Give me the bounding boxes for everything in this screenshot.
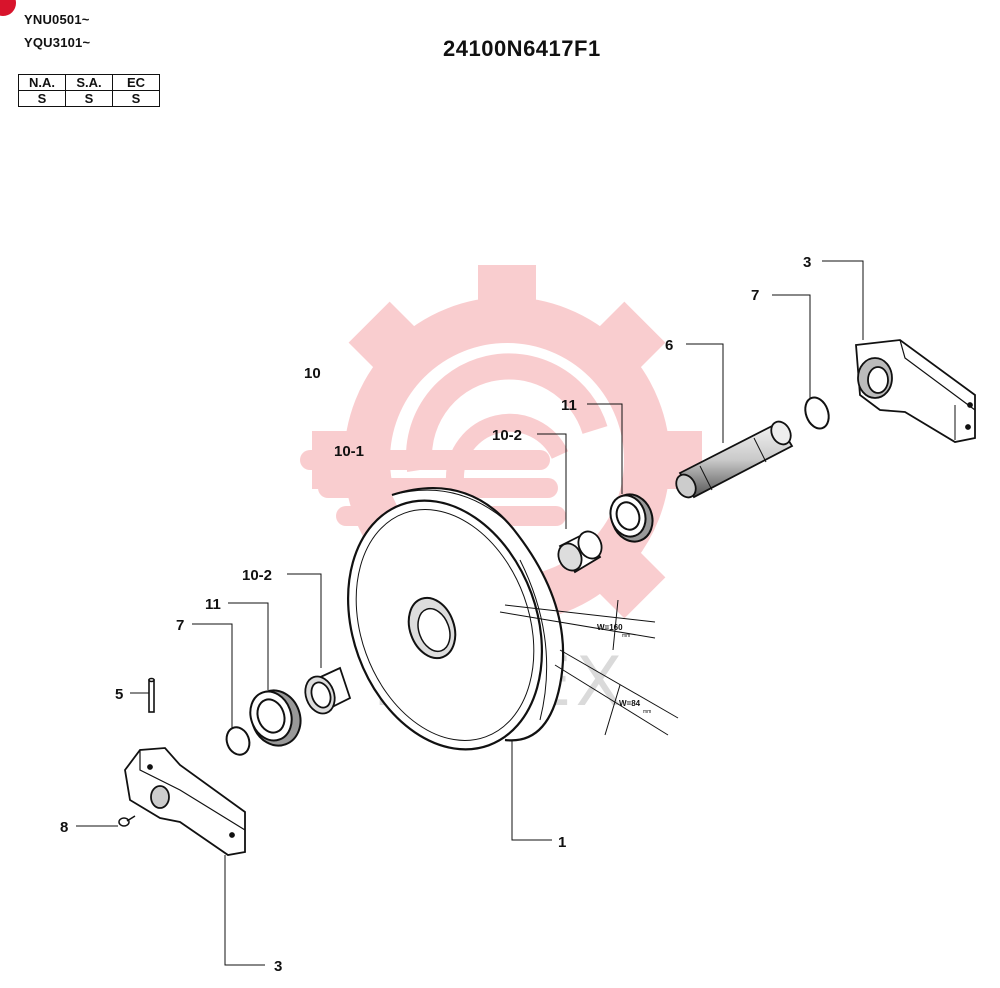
dim-w84-label: W=84 <box>619 699 641 708</box>
bolt-part <box>118 815 136 827</box>
wheel-tread-line <box>519 559 548 721</box>
shaft-part <box>675 420 794 499</box>
wheel-hub-bore <box>417 607 451 653</box>
leader-11-left <box>228 602 269 690</box>
wheel-flange-line <box>391 489 506 521</box>
leader-1 <box>511 740 552 841</box>
callout-8: 8 <box>60 819 68 836</box>
seal-top-part <box>609 493 654 543</box>
watermark-inner-arc-2 <box>445 413 569 481</box>
callout-10-1: 10-1 <box>334 443 364 460</box>
callout-10-2-top: 10-2 <box>492 427 522 444</box>
red-corner-marker <box>0 0 16 16</box>
region-header-na: N.A. <box>18 74 66 91</box>
callout-11-left: 11 <box>205 596 221 613</box>
leader-3-top <box>822 260 864 340</box>
leader-lines <box>76 260 864 966</box>
bushing-top-part <box>557 530 603 574</box>
region-value-sa: S <box>65 90 113 107</box>
leader-7-left <box>192 623 233 728</box>
callout-6: 6 <box>665 337 673 354</box>
o-ring-left-part <box>225 726 251 756</box>
region-value-ec: S <box>112 90 160 107</box>
callout-7-top: 7 <box>751 287 759 304</box>
dim-w160-unit: mm <box>622 633 630 639</box>
part-number-title: 24100N6417F1 <box>443 36 601 61</box>
callout-10-2-left: 10-2 <box>242 567 272 584</box>
callout-10: 10 <box>304 365 321 382</box>
dimension-w160 <box>499 599 656 651</box>
callout-7-left: 7 <box>176 617 184 634</box>
idler-wheel-part <box>346 487 565 751</box>
callout-3-top: 3 <box>803 254 811 271</box>
leader-7-top <box>772 294 811 398</box>
serial-range-1: YNU0501~ <box>24 12 90 27</box>
bracket-bottom-part <box>124 747 246 856</box>
callout-1: 1 <box>558 834 566 851</box>
leader-6 <box>686 343 724 443</box>
wheel-face-inner-rim <box>355 509 535 741</box>
region-value-row: S S S <box>18 90 160 107</box>
o-ring-top-part <box>804 396 830 430</box>
region-value-na: S <box>18 90 66 107</box>
dim-w160-label: W=160 <box>597 623 623 632</box>
pin-part <box>148 677 155 713</box>
region-applicability-table: N.A. S.A. EC S S S <box>18 74 160 107</box>
callout-3-bottom: 3 <box>274 958 282 975</box>
seal-left-part <box>249 689 302 747</box>
bracket-top-part <box>855 339 976 443</box>
watermark-inner-arc <box>405 353 608 472</box>
callout-5: 5 <box>115 686 123 703</box>
serial-range-2: YQU3101~ <box>24 35 91 50</box>
leader-10-2-top <box>537 433 567 529</box>
leader-3-bottom <box>224 855 265 966</box>
bushing-left-part <box>304 666 352 715</box>
callout-11-top: 11 <box>561 397 577 414</box>
leader-10-2-left <box>287 573 322 668</box>
dimension-w84 <box>554 649 679 736</box>
dim-w84-unit: mm <box>643 709 651 715</box>
leader-11-top <box>587 403 623 494</box>
